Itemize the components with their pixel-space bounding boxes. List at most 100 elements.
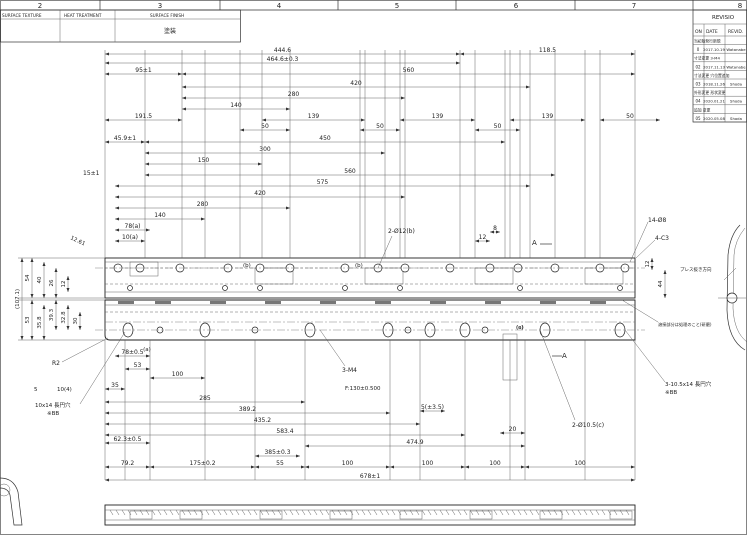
dimension-label: 8 (493, 225, 497, 232)
revision-date: 2017.11.13 (703, 64, 725, 69)
edge-slot (399, 510, 423, 520)
dimension-label: 100 (489, 460, 501, 467)
weld-tab (375, 301, 391, 304)
edge-slot (129, 510, 153, 520)
dimension-label: 44 (658, 280, 664, 287)
dimension-label: 78±0.5 (121, 349, 143, 356)
label-b: (b) (355, 263, 363, 269)
title-block: SURFACE TEXTURE HEAT TREATMENT SURFACE F… (0, 9, 241, 43)
dimension-label: 55 (276, 460, 284, 467)
weld-tab (540, 301, 556, 304)
surface-finish-value: 塗装 (164, 27, 176, 35)
dimension-label: 100 (574, 460, 586, 467)
dimension-label: 139 (308, 113, 320, 120)
bracket-front-outline (104, 299, 636, 341)
dimension-label: 474.9 (406, 439, 423, 446)
dimension-label: 385±0.3 (264, 449, 290, 456)
revision-header: REVID. (728, 29, 743, 35)
zone-label: 6 (514, 2, 519, 10)
top-view (95, 257, 645, 299)
dimension-label: 35.8 (37, 316, 43, 329)
dimension-label: 420 (350, 80, 362, 87)
surface-texture-label: SURFACE TEXTURE (2, 13, 42, 18)
revision-by: Shoda (730, 116, 742, 121)
weld-tab (265, 301, 281, 304)
revision-no: 03 (695, 82, 701, 87)
dimension-label: 420 (254, 190, 266, 197)
edge-slot (259, 510, 283, 520)
weld-tab (590, 301, 606, 304)
callout-hole-14-8: 14-Ø8 (648, 217, 667, 224)
dimension-label: 175±0.2 (189, 460, 215, 467)
dimension-label: 12 (61, 281, 67, 288)
dimension-label: 62.3±0.5 (114, 436, 142, 443)
zone-label: 2 (38, 2, 42, 10)
dimension-label: 150 (198, 157, 210, 164)
dimension-label: (a) (143, 347, 151, 353)
dimension-label: 464.6±0.3 (267, 56, 299, 63)
callout-10: 10(4) (57, 387, 72, 393)
edge-view (104, 504, 636, 526)
zone-label: 5 (395, 2, 399, 10)
revision-date: 2020.01.21 (703, 99, 725, 104)
revision-title: REVISIO (712, 15, 735, 21)
revision-date: 2020.05.08 (703, 116, 725, 121)
revision-note: 当初版発行新規 (694, 39, 721, 44)
dimension-label: 280 (288, 91, 300, 98)
dimension-label: 50 (376, 123, 384, 130)
callout-chamfer: 4-C3 (655, 235, 669, 242)
dimension-label: 118.5 (539, 47, 556, 54)
revision-by: Watanabe (726, 47, 746, 52)
dimension-label: 50 (626, 113, 634, 120)
edge-slot (469, 510, 493, 520)
revision-date: 2018.11.26 (703, 82, 725, 87)
surface-finish-label: SURFACE FINISH (150, 13, 184, 18)
revision-date: 2017.10.19 (703, 47, 725, 52)
zone-label: 3 (158, 2, 162, 10)
weld-tab (485, 301, 501, 304)
bracket-edge-outline (104, 504, 636, 526)
label-b: (b) (243, 263, 251, 269)
edge-weld-marks (109, 509, 633, 520)
weld-tab (320, 301, 336, 304)
dimension-label: 575 (317, 179, 329, 186)
dimension-label: 50 (261, 123, 269, 130)
dimension-label: (107.1) (15, 289, 21, 309)
dimension-label: 95±1 (135, 67, 152, 74)
dimension-label: 139 (432, 113, 444, 120)
dimension-label: 12 (479, 234, 487, 241)
dimension-label: 12 (645, 261, 651, 268)
revision-note: 追加 変更 (694, 107, 711, 112)
weld-tab (118, 301, 134, 304)
dimension-label: 26 (49, 279, 55, 286)
dimension-label: (a) (516, 325, 524, 331)
small-hole (257, 285, 263, 291)
revision-note: 寸法変更 穴位置追加 (694, 73, 730, 78)
callout-slot-bottom-sub: ※BB (665, 390, 677, 396)
revision-header: ON (695, 29, 702, 35)
small-hole (397, 285, 403, 291)
weld-tab (210, 301, 226, 304)
callouts: 14-Ø8 4-C3 2-Ø12(b) 3-M4 2-Ø10.5(c) 3-10… (34, 170, 712, 429)
callout-slot-left: 10x14 長円穴 (35, 401, 71, 409)
heat-treatment-label: HEAT TREATMENT (64, 13, 102, 18)
small-hole (517, 285, 523, 291)
small-hole (617, 285, 623, 291)
extension-lines (104, 50, 636, 480)
revision-no: 04 (695, 99, 701, 104)
dimension-label: 389.2 (239, 406, 256, 413)
dimension-label: 39.3 (49, 308, 55, 321)
front-view (95, 299, 645, 381)
zone-label: 8 (738, 2, 742, 10)
section-a-top: A (532, 239, 537, 247)
dimension-label: 191.5 (135, 113, 152, 120)
revision-header: DATE (706, 29, 718, 35)
callout-15: 15±1 (83, 170, 100, 177)
detail-sketch-left (0, 477, 23, 526)
revision-no: 0 (697, 47, 700, 52)
